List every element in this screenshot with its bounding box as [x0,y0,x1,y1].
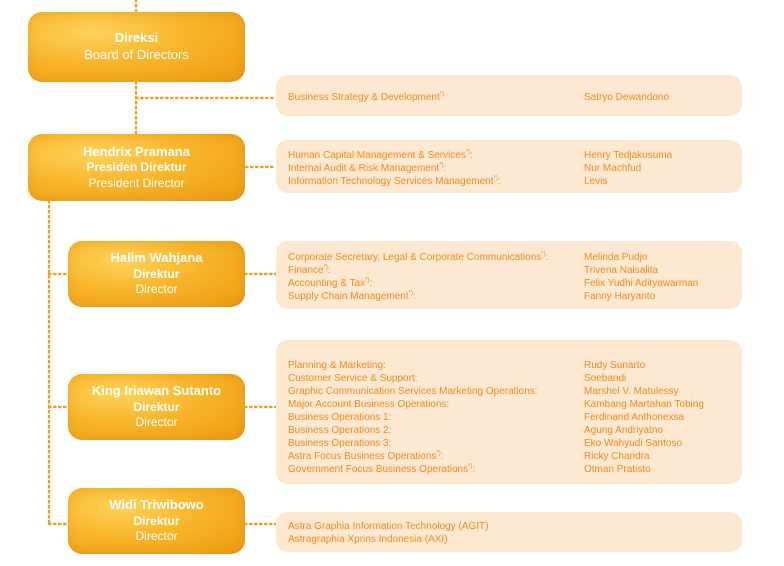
unit-head: Soebandi [584,373,627,384]
panel-row: Accounting & Tax*): Felix Yudhi Adityawa… [288,277,732,290]
unit-suffix: : [327,265,331,276]
director-name: Halim Wahjana [110,250,203,266]
director-role: Direktur [133,513,180,528]
unit-label: Astra Focus Business Operations [288,451,437,462]
footnote-mark: *) [465,149,471,156]
unit-suffix: : [545,252,549,263]
board-node: Direksi Board of Directors [28,12,245,82]
director-role-en: Director [135,415,178,430]
subsidiary-label: Astragraphia Xprins Indonesia (AXI) [288,534,448,545]
director-role-en: Director [135,282,178,297]
director-role-en: President Director [88,175,185,190]
unit-suffix: : [470,150,473,161]
panel-president: Human Capital Management & Services*): H… [276,140,742,193]
footnote-mark: *) [436,450,441,457]
panel-row: Planning & Marketing: Rudy Sunarto [288,359,732,372]
subsidiary-label: Astra Graphia Information Technology (AG… [288,521,489,532]
unit-head: Eko Wahyudi Santoso [584,438,683,449]
unit-head: Ricky Chandra [584,451,650,462]
unit-label: Graphic Communication Services Marketing… [288,386,538,397]
footnote-mark: *) [408,290,413,297]
unit-head: Felix Yudhi Adityawarman [584,278,699,289]
director-role-en: Director [135,529,178,544]
panel-row: Business Strategy & Development*) Satryo… [288,91,732,104]
panel-row: Supply Chain Management*): Fanny Haryant… [288,290,732,303]
unit-suffix: : [440,451,444,462]
panel-row: Astra Graphia Information Technology (AG… [288,520,732,533]
panel-row: Human Capital Management & Services*): H… [288,149,732,162]
panel-row: Astra Focus Business Operations*): Ricky… [288,450,732,463]
director-name: King Iriawan Sutanto [91,383,222,399]
director-node-president: Hendrix Pramana Presiden Direktur Presid… [28,134,245,201]
unit-label: Business Operations 3: [288,438,392,449]
director-name: Widi Triwibowo [109,497,204,513]
footnote-mark: *) [439,162,444,169]
unit-label: Supply Chain Management [288,291,409,302]
unit-suffix: : [443,163,447,174]
unit-head: Trivena Nalsalita [584,265,659,276]
panel-row: Major Account Business Operations: Kamba… [288,398,732,411]
footnote-mark: *) [541,251,546,258]
unit-label: Business Operations 1: [288,412,392,423]
panel-row: Astragraphia Xprins Indonesia (AXI) [288,533,732,546]
unit-head: Henry Tedjakusuma [584,150,673,161]
unit-label: Planning & Marketing: [288,360,386,371]
panel-row: Customer Service & Support: Soebandi [288,372,732,385]
unit-label: Finance [288,265,324,276]
unit-label: Government Focus Business Operations [288,464,469,475]
unit-suffix: : [472,464,476,475]
footnote-mark: *) [493,175,498,182]
unit-suffix: : [412,291,416,302]
unit-label: Information Technology Services Manageme… [288,176,494,187]
footnote-mark: *) [365,277,370,284]
director-node-widi: Widi Triwibowo Direktur Director [68,488,245,554]
director-name: Hendrix Pramana [83,143,190,159]
unit-label: Human Capital Management & Services [288,150,466,161]
panel-row: Internal Audit & Risk Management*): Nur … [288,162,732,175]
unit-head: Rudy Sunarto [584,360,646,371]
panel-halim: Corporate Secretary, Legal & Corporate C… [276,241,742,309]
panel-widi: Astra Graphia Information Technology (AG… [276,512,742,552]
unit-head: Kambang Martahan Tobing [584,399,704,410]
unit-head: Marshel V. Matulessy [584,386,679,397]
unit-label: Business Strategy & Development [288,92,440,103]
panel-king: Planning & Marketing: Rudy Sunarto Custo… [276,340,742,484]
director-role: Direktur [133,266,180,281]
unit-head: Otman Pratisto [584,464,651,475]
panel-row: Business Operations 2: Agung Andriyatno [288,424,732,437]
unit-head: Satryo Dewandono [584,92,670,103]
unit-head: Levis [584,176,608,187]
unit-suffix: : [497,176,501,187]
panel-row: Business Operations 1: Ferdinand Anthone… [288,411,732,424]
unit-label: Major Account Business Operations: [288,399,450,410]
director-role: Direktur [133,399,180,414]
footnote-mark: *) [468,463,473,470]
unit-head: Nur Machfud [584,163,642,174]
unit-head: Fanny Haryanto [584,291,656,302]
footnote-mark: *) [323,264,328,271]
unit-label: Accounting & Tax [288,278,366,289]
unit-head: Melinda Pudjo [584,252,648,263]
director-node-king: King Iriawan Sutanto Direktur Director [68,374,245,440]
panel-row: Information Technology Services Manageme… [288,175,732,188]
panel-row: Finance*): Trivena Nalsalita [288,264,732,277]
panel-row: Government Focus Business Operations*): … [288,463,732,476]
unit-label: Business Operations 2: [288,425,392,436]
unit-suffix: : [369,278,373,289]
footnote-mark: *) [439,91,445,98]
unit-label: Corporate Secretary, Legal & Corporate C… [288,252,542,263]
unit-head: Agung Andriyatno [584,425,663,436]
panel-row: Graphic Communication Services Marketing… [288,385,732,398]
unit-label: Customer Service & Support: [288,373,418,384]
unit-head: Ferdinand Anthonexsa [584,412,685,423]
board-subtitle: Board of Directors [84,47,189,62]
panel-row: Corporate Secretary, Legal & Corporate C… [288,251,732,264]
panel-board: Business Strategy & Development*) Satryo… [276,75,742,116]
board-title: Direksi [114,30,159,46]
unit-label: Internal Audit & Risk Management [288,163,440,174]
panel-row: Business Operations 3: Eko Wahyudi Santo… [288,437,732,450]
director-node-halim: Halim Wahjana Direktur Director [68,241,245,307]
director-role: Presiden Direktur [86,160,187,175]
